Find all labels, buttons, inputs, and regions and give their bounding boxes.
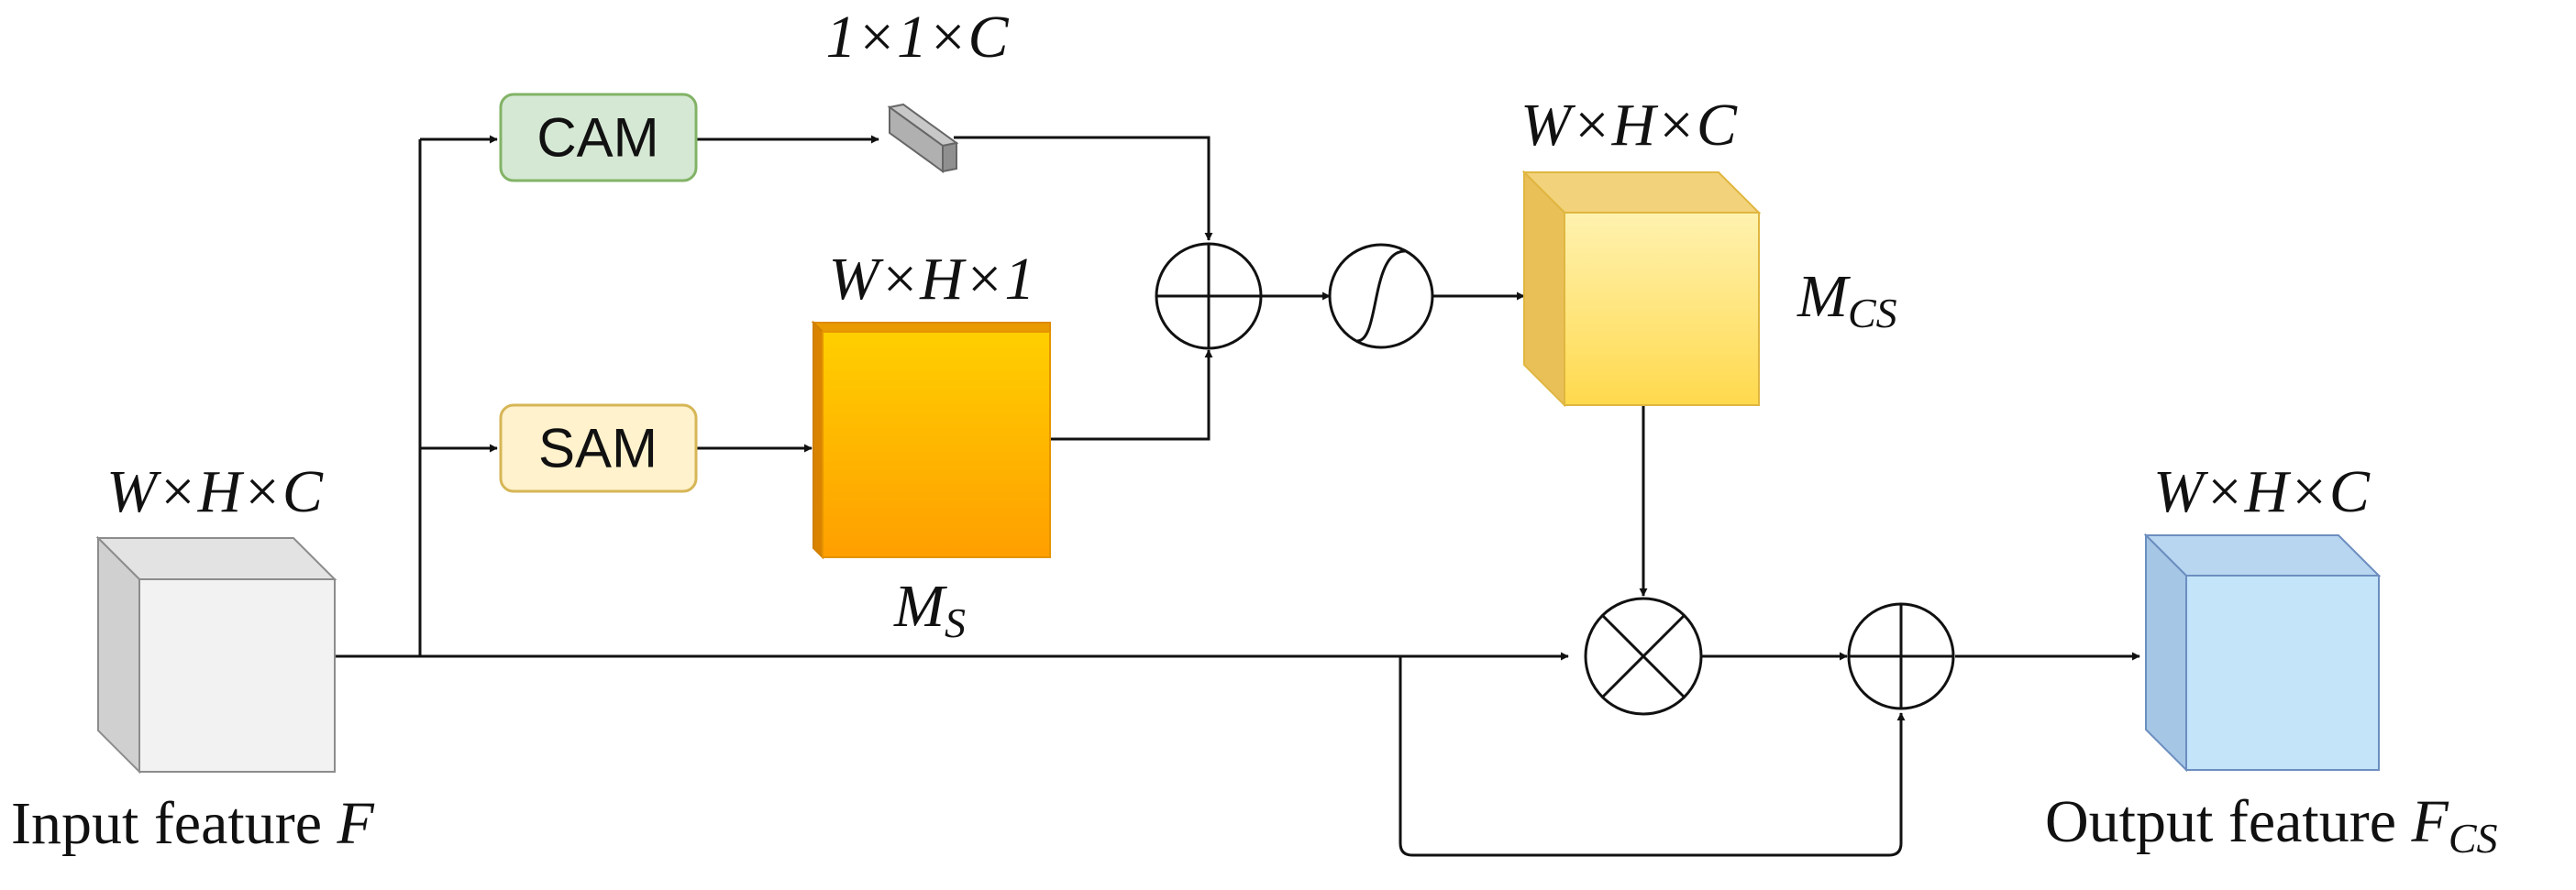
arrow-ms-to-add xyxy=(1050,349,1213,441)
sam-label: SAM xyxy=(538,418,658,479)
combined-map-dims: W×H×C xyxy=(1520,92,1738,159)
output-subscript: CS xyxy=(2449,815,2498,862)
cam-label: CAM xyxy=(536,107,658,169)
sam-module: SAM xyxy=(499,403,698,493)
residual-skip-line xyxy=(1399,656,1906,857)
spatial-map-dims: W×H×1 xyxy=(829,246,1035,313)
combined-map-name: M xyxy=(1797,263,1852,330)
input-feature-label: Input feature F xyxy=(11,790,375,857)
output-cube xyxy=(2143,533,2382,773)
cam-module: CAM xyxy=(499,93,698,182)
channel-vector-dims: 1×1×C xyxy=(825,4,1009,71)
combined-map-subscript: CS xyxy=(1848,290,1897,336)
sam-box xyxy=(499,403,698,493)
input-caption: Input feature xyxy=(11,790,337,857)
circled-times-icon xyxy=(1584,597,1703,716)
combined-map-label: MCS xyxy=(1797,263,1897,336)
channel-vector-cuboid xyxy=(887,103,959,173)
circled-plus-icon xyxy=(1847,602,1955,710)
connections xyxy=(335,135,2140,857)
input-cube xyxy=(95,535,337,775)
output-feature-label: Output feature FCS xyxy=(2045,788,2498,862)
spatial-map-subscript: S xyxy=(945,599,966,646)
output-dims: W×H×C xyxy=(2153,458,2371,525)
output-caption: Output feature xyxy=(2045,788,2412,855)
output-symbol: F xyxy=(2411,788,2449,855)
spatial-map-label: MS xyxy=(893,573,966,646)
arrow-vector-to-add xyxy=(954,136,1213,241)
input-dims: W×H×C xyxy=(106,458,324,525)
spatial-map-name: M xyxy=(893,573,948,640)
cam-box xyxy=(499,93,698,182)
sigmoid-icon xyxy=(1328,243,1434,349)
input-symbol: F xyxy=(337,790,375,857)
combined-map-mcs xyxy=(1521,170,1762,408)
circled-plus-icon xyxy=(1155,242,1263,350)
spatial-map-ms xyxy=(811,320,1051,560)
